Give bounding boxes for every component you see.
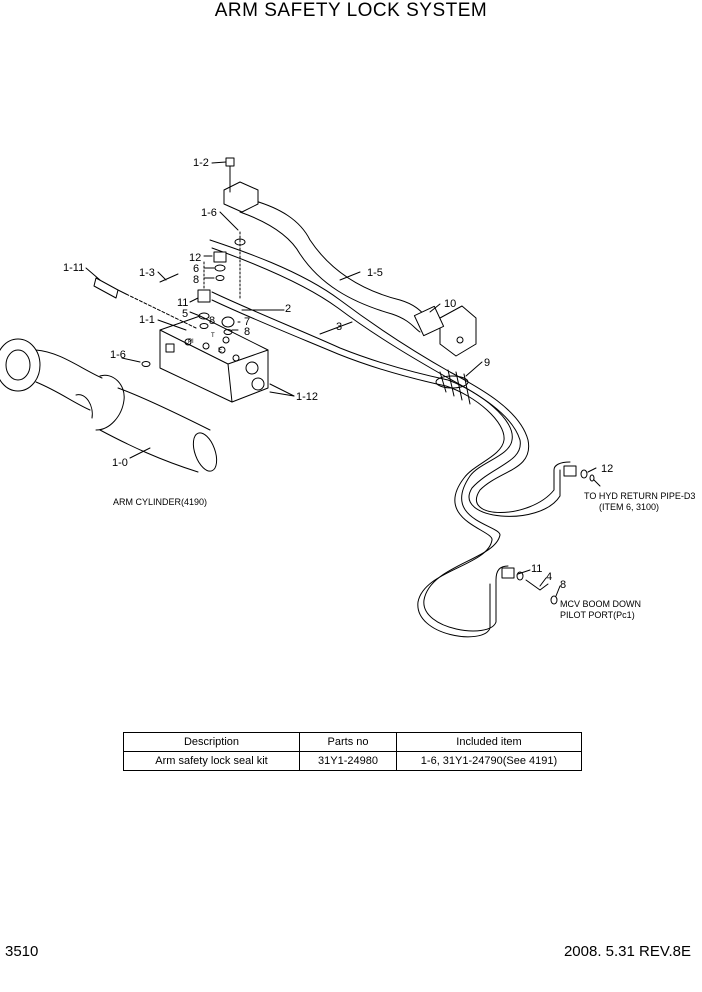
callout-1-2: 1-2 (193, 157, 209, 169)
callout-1-12: 1-12 (296, 391, 318, 403)
callout-1-3: 1-3 (139, 267, 155, 279)
page-title: ARM SAFETY LOCK SYSTEM (214, 0, 488, 21)
callout-4: 4 (546, 571, 552, 583)
callout-6: 6 (193, 263, 199, 275)
callout-7: 7 (244, 316, 250, 328)
leader-lines (85, 161, 597, 597)
pipe-1-5 (223, 181, 477, 357)
port-mark-pi: PI (188, 339, 194, 345)
callout-1-6: 1-6 (201, 207, 217, 219)
header-included-item: Included item (396, 732, 582, 752)
page-number: 3510 (5, 943, 39, 960)
note-return-line1: TO HYD RETURN PIPE-D3 (584, 491, 695, 501)
note-return-line2: (ITEM 6, 3100) (599, 502, 659, 512)
note-mcv-line1: MCV BOOM DOWN (560, 599, 641, 609)
callout-8: 8 (193, 274, 199, 286)
parts-table: Description Parts no Included item Arm s… (123, 732, 582, 771)
return-fittings (501, 465, 601, 605)
port-mark-t: T (211, 333, 215, 339)
table-row: Arm safety lock seal kit 31Y1-24980 1-6,… (123, 751, 582, 771)
callout-8-right: 8 (560, 579, 566, 591)
note-arm-cylinder: ARM CYLINDER(4190) (113, 497, 207, 507)
callout-8c: 8 (244, 326, 250, 338)
callout-1-5: 1-5 (367, 267, 383, 279)
port-mark-e: E (218, 348, 222, 354)
callout-1-6-lower: 1-6 (110, 349, 126, 361)
pipes (209, 239, 571, 638)
callout-1-11: 1-11 (63, 262, 84, 274)
header-description: Description (123, 732, 300, 752)
callout-5: 5 (182, 308, 188, 320)
callout-8b: 8 (209, 315, 215, 327)
callout-3: 3 (336, 321, 342, 333)
callout-1-1: 1-1 (139, 314, 155, 326)
revision-label: 2008. 5.31 REV.8E (563, 943, 691, 960)
o-ring (141, 361, 151, 367)
fittings (197, 231, 246, 335)
callout-11-right: 11 (531, 563, 542, 575)
table-header-row: Description Parts no Included item (123, 732, 582, 752)
clamps (435, 369, 471, 405)
arm-cylinder (0, 338, 218, 473)
cell-parts-no: 31Y1-24980 (299, 751, 397, 771)
note-mcv-line2: PILOT PORT(Pc1) (560, 610, 635, 620)
callout-11: 11 (177, 297, 188, 309)
callout-2: 2 (285, 303, 291, 315)
cell-included-item: 1-6, 31Y1-24790(See 4191) (396, 751, 582, 771)
callout-9: 9 (484, 357, 490, 369)
callout-12-right: 12 (601, 463, 613, 475)
header-parts-no: Parts no (299, 732, 397, 752)
callout-12: 12 (189, 252, 201, 264)
callout-1-0: 1-0 (112, 457, 128, 469)
callout-10: 10 (444, 298, 456, 310)
plug-1-11 (93, 273, 197, 329)
cell-description: Arm safety lock seal kit (123, 751, 300, 771)
valve-block (159, 315, 269, 403)
